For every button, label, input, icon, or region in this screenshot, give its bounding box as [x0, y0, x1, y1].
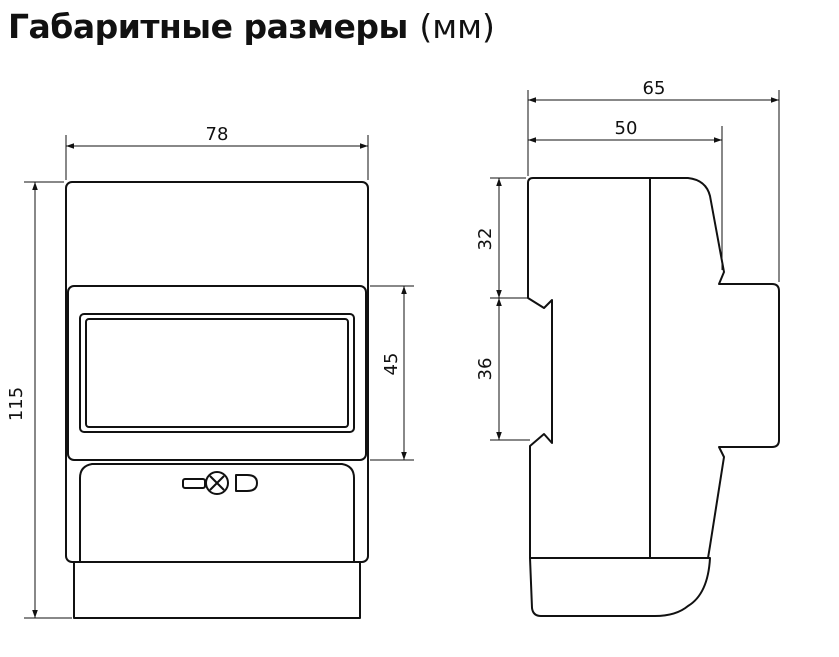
front-terminal-cover: [79, 463, 355, 563]
page-title: Габаритные размеры (мм): [8, 6, 495, 48]
dim-label-width: 78: [206, 124, 229, 145]
dim-front-window: 45: [370, 285, 414, 461]
title-unit: (мм): [419, 7, 495, 46]
dim-side-upper: 32: [475, 177, 528, 299]
seal-screw-icon: [182, 471, 258, 495]
side-housing: [527, 177, 780, 559]
side-view: 65 50 32 36: [475, 78, 780, 617]
dim-front-height: 115: [6, 181, 72, 619]
dim-label-depth-total: 65: [643, 78, 666, 99]
dim-label-rail: 36: [475, 358, 496, 381]
side-terminal-cover: [529, 557, 711, 617]
dim-label-window: 45: [381, 353, 402, 376]
dim-label-height: 115: [6, 387, 27, 421]
dim-label-depth-body: 50: [615, 118, 638, 139]
front-bottom-strip: [73, 559, 361, 619]
dim-side-rail: 36: [475, 298, 530, 441]
dim-front-width: 78: [65, 124, 369, 180]
dim-side-total-depth: 65: [527, 78, 780, 282]
title-main: Габаритные размеры: [8, 7, 408, 46]
front-view: 78 115 45: [6, 124, 414, 619]
front-lcd-inner: [85, 318, 349, 428]
dim-side-body-depth: 50: [528, 118, 723, 270]
front-lcd-window: [79, 313, 355, 433]
dim-label-upper: 32: [475, 228, 496, 251]
